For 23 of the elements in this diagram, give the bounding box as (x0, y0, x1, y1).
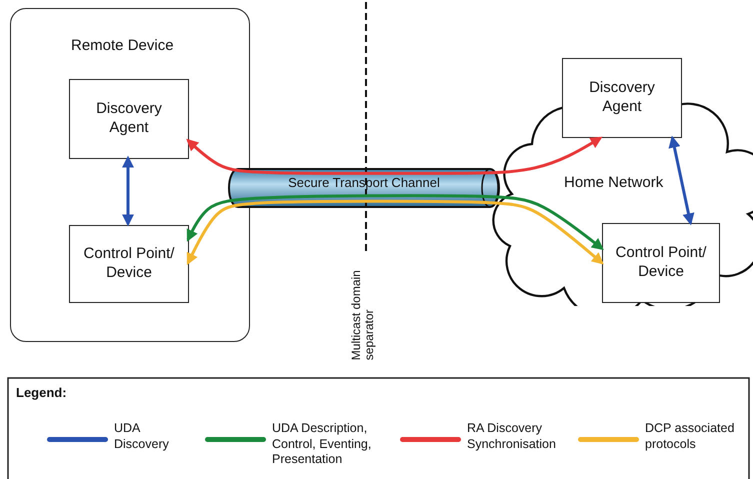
area-title: Home Network (564, 174, 664, 193)
device-container (10, 8, 250, 342)
arrow (186, 200, 604, 266)
component-box (69, 225, 189, 303)
legend-text: UDA Discovery (114, 421, 170, 452)
legend-text: UDA Description, Control, Eventing, Presentation (272, 421, 372, 468)
legend-title: Legend: (16, 386, 67, 400)
arrow (186, 194, 604, 250)
arrow (122, 156, 134, 226)
legend-text: DCP associated protocols (645, 421, 736, 452)
component-box (562, 58, 682, 138)
separator-label: Multicast domain separator (350, 269, 376, 360)
component-box (602, 223, 720, 303)
channel-label: Secure Transport Channel (287, 176, 441, 190)
component-box (69, 79, 189, 159)
box-label: Discovery Agent (95, 100, 163, 138)
arrow (668, 136, 694, 226)
box-label: Control Point/ Device (614, 244, 708, 282)
box-label: Discovery Agent (588, 79, 656, 117)
area-title: Remote Device (71, 37, 174, 56)
arrow (186, 136, 602, 175)
legend-text: RA Discovery Synchronisation (467, 421, 557, 452)
box-label: Control Point/ Device (82, 245, 176, 283)
